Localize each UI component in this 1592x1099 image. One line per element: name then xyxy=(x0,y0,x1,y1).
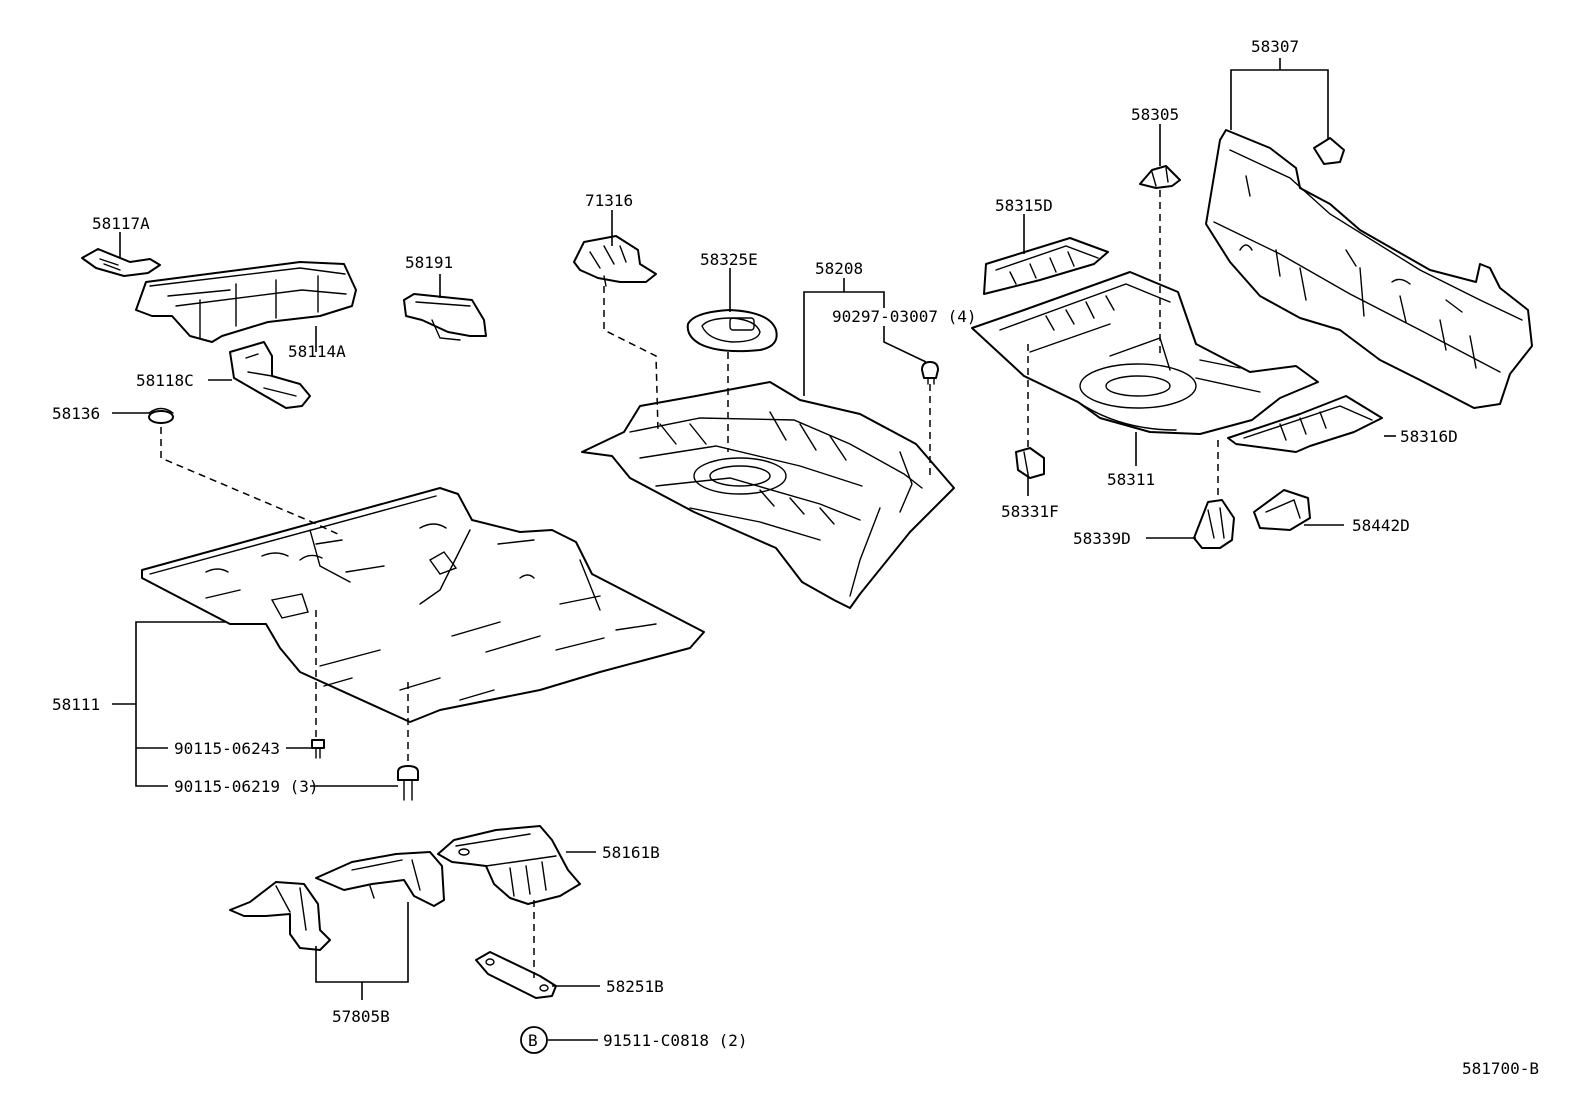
label-58114a: 58114A xyxy=(288,342,346,361)
label-91511-c0818: 91511-C0818 (2) xyxy=(603,1031,748,1050)
part-58117a xyxy=(81,248,161,277)
part-58311 xyxy=(971,271,1319,435)
label-90115-06243: 90115-06243 xyxy=(174,739,280,758)
part-58315d xyxy=(983,237,1109,295)
label-58316d: 58316D xyxy=(1400,427,1458,446)
label-58161b: 58161B xyxy=(602,843,660,862)
label-90297-03007: 90297-03007 (4) xyxy=(832,307,977,326)
label-90115-06219: 90115-06219 (3) xyxy=(174,777,319,796)
label-58307: 58307 xyxy=(1251,37,1299,56)
part-90115-06219-bolt xyxy=(397,765,419,801)
part-58325e xyxy=(686,309,778,353)
label-callout-b: B xyxy=(528,1031,538,1050)
part-58331f xyxy=(1015,447,1045,479)
part-71316 xyxy=(573,235,657,287)
part-58161b xyxy=(437,825,581,905)
label-58315d: 58315D xyxy=(995,196,1053,215)
part-58111 xyxy=(141,487,705,723)
part-58305 xyxy=(1139,165,1181,189)
label-58136: 58136 xyxy=(52,404,100,423)
part-58136 xyxy=(148,407,174,424)
diagram-reference-code: 581700-B xyxy=(1462,1059,1539,1078)
label-57805b: 57805B xyxy=(332,1007,390,1026)
part-90297-bolt xyxy=(921,361,939,385)
leader-lines xyxy=(112,58,1396,1041)
part-90115-06243-bolt xyxy=(311,739,325,759)
callout-b-circle xyxy=(520,1026,548,1054)
label-58118c: 58118C xyxy=(136,371,194,390)
label-58191: 58191 xyxy=(405,253,453,272)
label-58251b: 58251B xyxy=(606,977,664,996)
label-58442d: 58442D xyxy=(1352,516,1410,535)
alignment-lines xyxy=(160,190,1219,978)
label-58325e: 58325E xyxy=(700,250,758,269)
part-58339d xyxy=(1193,499,1235,549)
part-58251b xyxy=(475,951,557,999)
label-58331f: 58331F xyxy=(1001,502,1059,521)
label-58117a: 58117A xyxy=(92,214,150,233)
part-58118c xyxy=(229,341,311,409)
part-57805b xyxy=(229,851,445,951)
part-58208 xyxy=(581,381,955,609)
label-58208: 58208 xyxy=(815,259,863,278)
part-labels: 58307 58305 58117A 71316 58315D 58191 58… xyxy=(52,37,1539,1078)
label-71316: 71316 xyxy=(585,191,633,210)
part-58191 xyxy=(403,293,487,341)
label-58305: 58305 xyxy=(1131,105,1179,124)
part-58307 xyxy=(1205,129,1533,409)
part-58114a xyxy=(135,261,357,343)
label-58311: 58311 xyxy=(1107,470,1155,489)
label-58111: 58111 xyxy=(52,695,100,714)
label-58339d: 58339D xyxy=(1073,529,1131,548)
part-58307-bracket xyxy=(1313,137,1345,165)
part-58316d xyxy=(1227,395,1383,453)
part-58442d xyxy=(1253,489,1311,531)
